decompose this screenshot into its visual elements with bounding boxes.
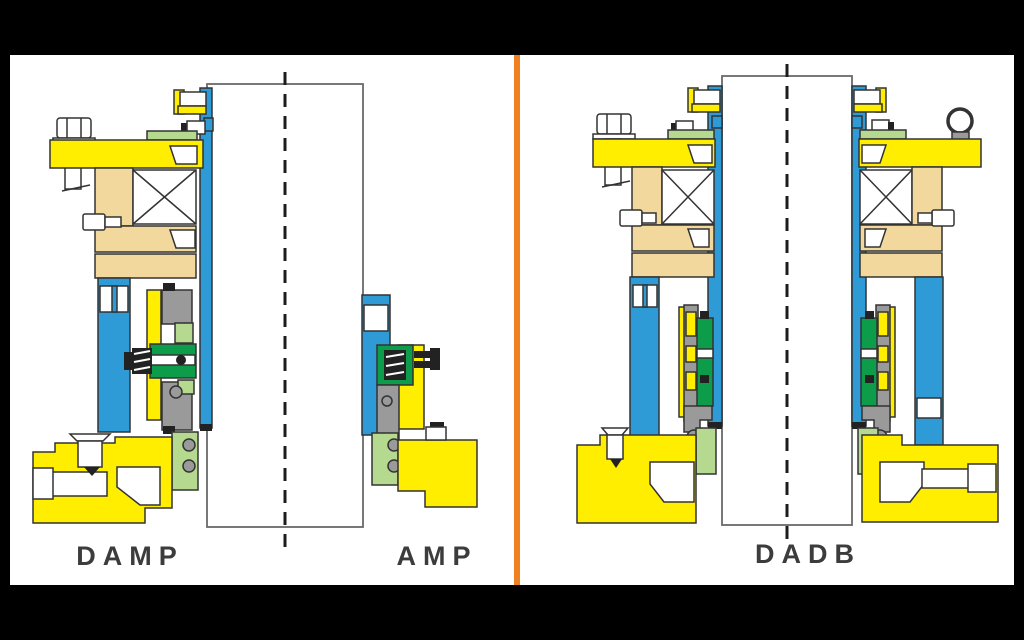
housing-cavity: [116, 466, 161, 506]
bearing-icon: [661, 169, 715, 225]
drive-collar: [173, 89, 214, 135]
seal-faces: [860, 317, 878, 407]
bearing-icon: [132, 169, 197, 225]
o-ring-icon: [182, 438, 196, 452]
bolt-icon: [425, 426, 447, 441]
side-bolt-icon: [82, 213, 122, 231]
diagram-panel: DAMP AMP DADB: [10, 55, 1014, 585]
housing-cavity: [649, 461, 695, 503]
seal-faces: [696, 317, 714, 407]
shaft-sleeve: [199, 87, 213, 431]
stuffing-box-housing: [32, 433, 173, 524]
drive-collar: [851, 87, 894, 133]
label-amp: AMP: [396, 541, 478, 571]
label-damp: DAMP: [76, 541, 184, 571]
shaft: [206, 72, 364, 547]
stuffing-box-housing: [576, 427, 697, 524]
throat-bushing: [695, 427, 717, 475]
drive-collar: [671, 87, 723, 134]
flush-port-icon: [68, 433, 112, 476]
seal-diagram-damp-amp: [32, 72, 478, 547]
throat-bushing: [171, 431, 199, 491]
gasket-strip: [146, 130, 198, 141]
seal-faces: [376, 344, 440, 386]
housing-cavity: [879, 461, 925, 503]
barrier-column: [914, 276, 944, 446]
gland-plate: [858, 138, 982, 168]
seal-diagram-dadb: [576, 64, 999, 548]
damp-assembly: [32, 87, 214, 524]
seal-cartridge: [124, 283, 197, 434]
gland-plate: [49, 139, 204, 169]
divider-line: [514, 55, 520, 585]
side-bolt-icon: [619, 209, 657, 227]
side-bolt-icon: [917, 209, 955, 227]
gland-plate: [592, 138, 716, 168]
eye-bolt-icon: [946, 107, 974, 141]
seal-faces: [124, 343, 197, 379]
stuffing-box-housing: [861, 434, 999, 523]
bearing-housing: [619, 166, 715, 278]
hex-bolt-icon: [592, 113, 636, 188]
pipe-channel: [921, 468, 973, 489]
o-ring-icon: [182, 459, 196, 473]
bearing-housing: [82, 167, 197, 279]
throat-bushing: [371, 432, 401, 486]
side-bolt-icon: [414, 348, 440, 370]
spring-icon: [384, 350, 406, 380]
gland-housing: [397, 422, 478, 508]
bearing-housing: [859, 166, 955, 278]
bearing-icon: [859, 169, 913, 225]
label-dadb: DADB: [755, 539, 861, 569]
barrier-column: [629, 276, 660, 438]
gasket-strip: [859, 129, 907, 140]
dadb-left-assembly: [576, 85, 723, 524]
seal-cartridge: [860, 304, 896, 445]
spring-icon: [124, 348, 152, 374]
flush-port-icon: [600, 427, 630, 468]
gasket-strip: [667, 129, 715, 140]
dadb-right-assembly: [851, 85, 999, 523]
amp-assembly: [361, 294, 478, 508]
shaft: [721, 64, 853, 548]
